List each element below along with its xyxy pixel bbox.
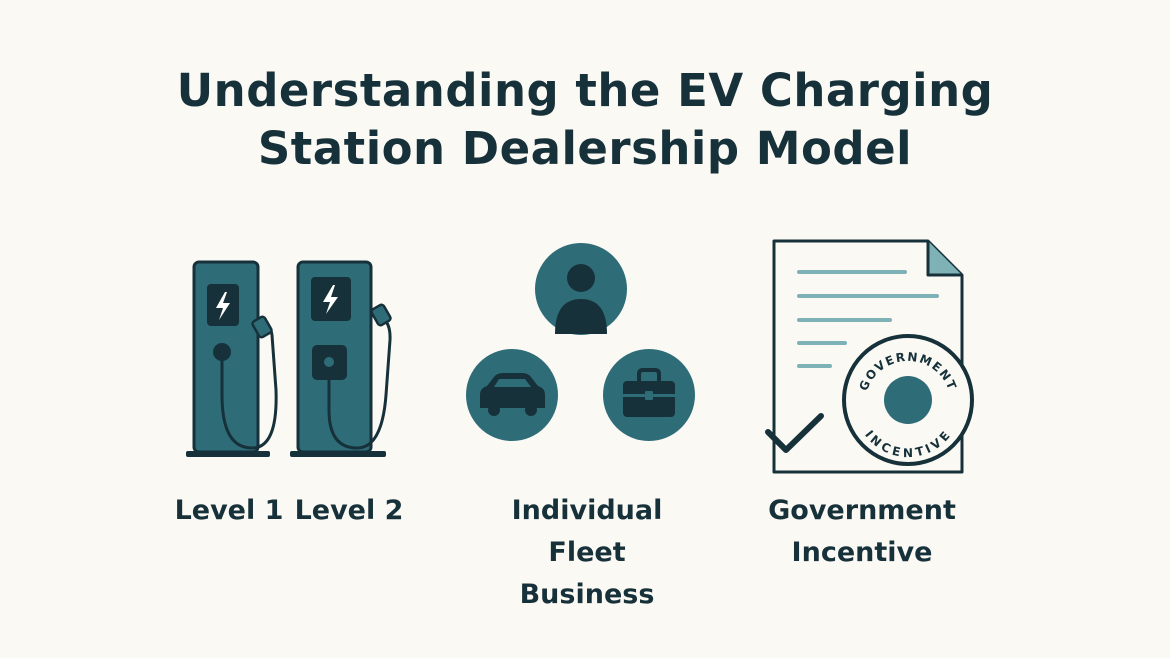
government-incentive-label: Government Incentive bbox=[742, 490, 982, 574]
government-seal-icon: GOVERNMENT INCENTIVE bbox=[842, 334, 974, 466]
level-1-charger-icon bbox=[186, 260, 278, 457]
lightning-bolt-icon bbox=[323, 285, 338, 314]
customer-type-fleet: Fleet bbox=[548, 537, 626, 568]
title-line-1: Understanding the EV Charging bbox=[176, 64, 994, 117]
lightning-bolt-icon bbox=[216, 292, 230, 320]
incentive-line-1: Government bbox=[768, 495, 956, 526]
level-2-charger-icon bbox=[290, 260, 392, 457]
fleet-car-icon bbox=[466, 349, 558, 441]
level-2-label: Level 2 bbox=[294, 495, 404, 526]
page-title: Understanding the EV Charging Station De… bbox=[0, 62, 1170, 178]
checkmark-icon bbox=[765, 413, 824, 453]
customer-types-label: Individual Fleet Business bbox=[470, 490, 704, 616]
incentive-line-2: Incentive bbox=[791, 537, 933, 568]
level-1-label: Level 1 bbox=[174, 495, 284, 526]
customer-type-business: Business bbox=[519, 579, 655, 610]
business-briefcase-icon bbox=[603, 349, 695, 441]
individual-icon bbox=[535, 243, 627, 335]
customer-type-individual: Individual bbox=[511, 495, 663, 526]
title-line-2: Station Dealership Model bbox=[257, 122, 913, 175]
